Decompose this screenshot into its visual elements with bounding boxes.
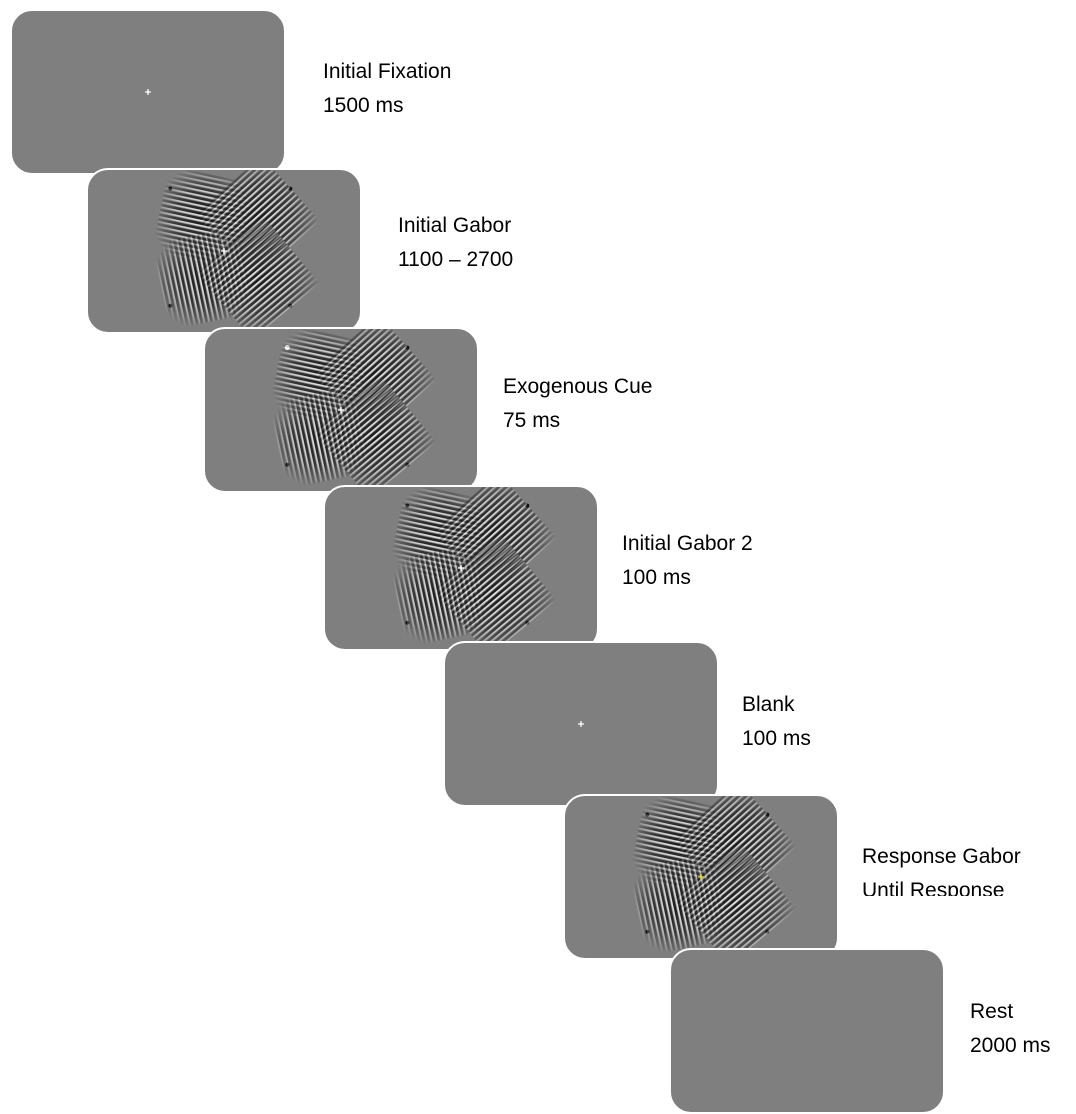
frame-panel-blank	[443, 641, 719, 807]
frame-duration: 100 ms	[742, 722, 811, 756]
frame-duration: 2000 ms	[970, 1029, 1051, 1063]
frame-duration: Until Response	[862, 874, 1021, 896]
frame-duration: 100 ms	[622, 561, 753, 595]
frame-name: Initial Fixation	[323, 55, 451, 89]
frame-caption-exogenous-cue: Exogenous Cue 75 ms	[503, 370, 652, 438]
frame-caption-initial-gabor-2: Initial Gabor 2 100 ms	[622, 527, 753, 595]
fixation-cross	[145, 89, 151, 95]
frame-panel-initial-gabor	[86, 168, 362, 334]
fixation-cross	[578, 721, 584, 727]
frame-caption-initial-gabor: Initial Gabor 1100 – 2700	[398, 209, 513, 277]
frame-display-rest	[671, 950, 943, 1112]
frame-display-initial-fixation	[12, 11, 284, 173]
frame-name: Blank	[742, 688, 811, 722]
frame-name: Response Gabor	[862, 840, 1021, 874]
frame-panel-initial-fixation	[10, 9, 286, 175]
frame-panel-exogenous-cue	[203, 327, 479, 493]
frame-name: Initial Gabor 2	[622, 527, 753, 561]
frame-display-initial-gabor-2	[325, 487, 597, 649]
frame-name: Initial Gabor	[398, 209, 513, 243]
frame-panel-initial-gabor-2	[323, 485, 599, 651]
frame-duration: 1100 – 2700	[398, 243, 513, 277]
frame-caption-initial-fixation: Initial Fixation 1500 ms	[323, 55, 451, 123]
frame-display-exogenous-cue	[205, 329, 477, 491]
frame-panel-response-gabor	[563, 794, 839, 960]
frame-name: Exogenous Cue	[503, 370, 652, 404]
frame-display-blank	[445, 643, 717, 805]
frame-duration: 1500 ms	[323, 89, 451, 123]
frame-display-response-gabor	[565, 796, 837, 958]
frame-caption-response-gabor: Response Gabor Until Response	[862, 840, 1021, 896]
frame-caption-blank: Blank 100 ms	[742, 688, 811, 756]
frame-duration: 75 ms	[503, 404, 652, 438]
frame-name: Rest	[970, 995, 1051, 1029]
frame-panel-rest	[669, 948, 945, 1114]
frame-display-initial-gabor	[88, 170, 360, 332]
frame-caption-rest: Rest 2000 ms	[970, 995, 1051, 1063]
